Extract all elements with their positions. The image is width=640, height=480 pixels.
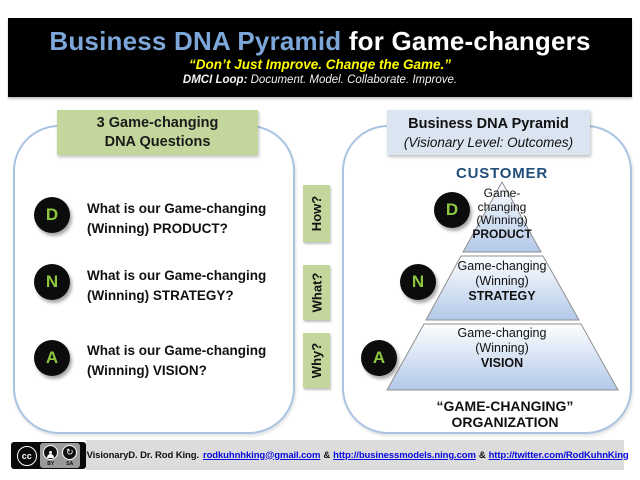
tier-product-line3: (Winning) [476,213,528,227]
question-strategy-line2: (Winning) STRATEGY? [87,288,234,303]
question-strategy-line1: What is our Game-changing [87,268,267,283]
questions-panel-title: 3 Game-changing DNA Questions [57,110,258,155]
question-product-line2: (Winning) PRODUCT? [87,221,228,236]
businessmodels-link[interactable]: http://businessmodels.ning.com [333,449,476,461]
label-why: Why? [303,333,330,388]
dna-letter-a-badge: A [34,340,70,376]
question-vision: What is our Game-changing (Winning) VISI… [87,341,302,381]
cc-icon: cc [16,445,37,466]
footer-credit-bar: #VisionaryD. Dr. Rod King. rodkuhnhking@… [81,440,629,470]
pyramid-title-line1: Business DNA Pyramid [408,116,569,132]
cc-chip: BY ↻ SA [40,443,81,468]
cc-sa-label: SA [66,461,74,467]
label-what-text: What? [309,272,324,313]
question-vision-line1: What is our Game-changing [87,343,267,358]
customer-label: CUSTOMER [456,165,548,182]
question-strategy: What is our Game-changing (Winning) STRA… [87,266,302,306]
pyramid-letter-a: A [372,348,386,367]
cc-license-badge: cc BY ↻ SA [11,442,86,469]
cc-by-person-icon [43,445,59,460]
questions-title-line2: DNA Questions [104,133,211,150]
pyramid-letter-a-badge: A [361,340,397,376]
tier-product-emphasis: PRODUCT [472,226,532,241]
cc-icon-text: cc [21,450,32,461]
dmci-label: DMCI Loop: [182,74,248,86]
tier-vision-line1: Game-changing [457,326,547,340]
dna-letter-d-badge: D [34,197,70,233]
page-title: Business DNA Pyramid for Game-changers [8,27,632,55]
cc-sa-glyph: ↻ [65,447,74,457]
question-vision-line2: (Winning) VISION? [87,363,207,378]
tier-product-text: Game- changing (Winning) PRODUCT [422,186,582,241]
tier-product-line1: Game- [483,186,521,200]
tier-vision-line2: (Winning) [475,341,529,355]
footer-amp-1: & [323,449,331,461]
cc-sa-unit: ↻ SA [62,445,78,467]
header-bar: Business DNA Pyramid for Game-changers “… [8,18,632,97]
label-what: What? [303,265,330,320]
question-product-line1: What is our Game-changing [87,201,267,216]
twitter-link[interactable]: http://twitter.com/RodKuhnKing [488,449,629,461]
footer-amp-2: & [478,449,486,461]
tier-strategy-line2: (Winning) [475,274,529,288]
pyramid-letter-d-badge: D [434,192,470,228]
dna-letter-n: N [45,272,59,291]
title-highlight: Business DNA Pyramid [49,26,342,56]
cc-by-unit: BY [43,445,59,467]
tier-vision-emphasis: VISION [480,356,524,370]
tier-strategy-emphasis: STRATEGY [468,289,536,303]
dna-letter-a: A [45,348,59,367]
pyramid-letter-n-badge: N [400,264,436,300]
dna-letter-n-badge: N [34,264,70,300]
tier-vision-text: Game-changing (Winning) VISION [422,326,582,371]
title-rest: for Game-changers [341,26,591,56]
tier-product-line2: changing [477,199,527,214]
label-how-text: How? [309,195,325,232]
organization-label: “GAME-CHANGING” ORGANIZATION [436,398,574,430]
tier-strategy-line1: Game-changing [457,259,547,273]
dna-letter-d: D [45,205,59,224]
cc-by-label: BY [47,461,55,467]
dmci-text: Document. Model. Collaborate. Improve. [247,74,458,86]
slogan: “Don’t Just Improve. Change the Game.” [188,57,452,72]
label-why-text: Why? [309,342,325,379]
questions-title-line1: 3 Game-changing [96,114,219,131]
pyramid-letter-n: N [411,272,425,291]
label-how: How? [303,185,330,242]
email-link[interactable]: rodkuhnhking@gmail.com [202,449,321,461]
dmci-loop: DMCI Loop: Document. Model. Collaborate.… [8,74,632,87]
pyramid-title-line2: (Visionary Level: Outcomes) [403,135,574,150]
question-product: What is our Game-changing (Winning) PROD… [87,199,302,239]
pyramid-letter-d: D [445,200,459,219]
footer-author: #VisionaryD. Dr. Rod King. [81,449,199,461]
tier-strategy-text: Game-changing (Winning) STRATEGY [422,259,582,304]
cc-sa-arrow-icon: ↻ [62,445,78,460]
pyramid-panel-title: Business DNA Pyramid (Visionary Level: O… [387,110,590,155]
